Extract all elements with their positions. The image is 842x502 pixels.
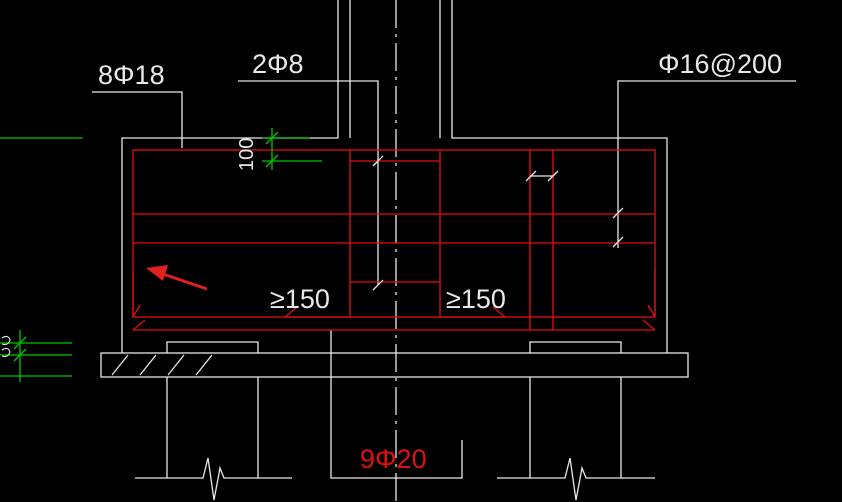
label-cover-dimension: 100 <box>236 138 258 171</box>
bedding-slab <box>100 352 689 378</box>
dimension-lines <box>0 128 322 382</box>
pile-left-break <box>135 457 292 501</box>
inner-stirrup <box>285 150 351 318</box>
annotation-arrow <box>146 265 208 291</box>
beam-outline <box>121 0 339 353</box>
reinforcement <box>132 149 656 331</box>
pile-left <box>166 341 259 353</box>
concrete-outline <box>92 0 796 502</box>
pile-right-break <box>497 457 655 501</box>
label-side-bars: Φ16@200 <box>658 49 782 79</box>
leader-top-bars <box>92 91 183 148</box>
leader-stirrup-legs <box>238 80 379 285</box>
label-stirrup-legs: 2Φ8 <box>252 49 304 79</box>
outer-stirrup <box>132 149 656 318</box>
label-min-left: ≥150 <box>270 284 330 314</box>
pile-right <box>529 341 622 353</box>
label-min-right: ≥150 <box>446 284 506 314</box>
beam-outline-right <box>451 0 668 353</box>
label-bottom-bars: 9Φ20 <box>360 444 427 474</box>
leader-side-bars <box>617 80 796 248</box>
label-top-bars: 8Φ18 <box>98 60 165 90</box>
